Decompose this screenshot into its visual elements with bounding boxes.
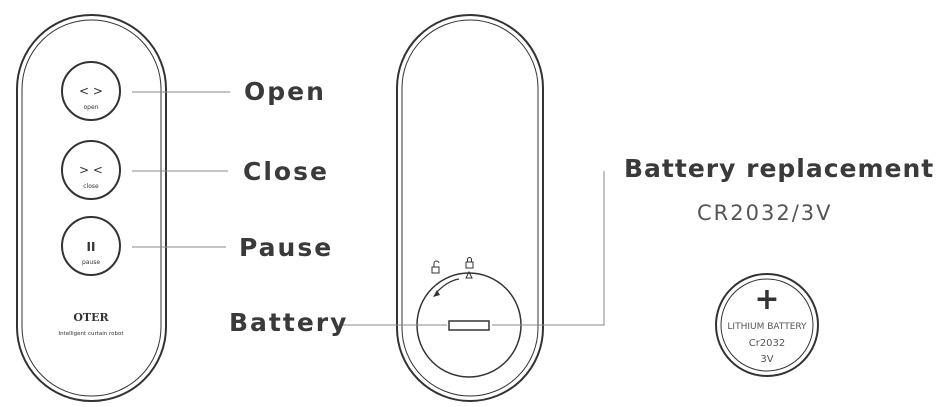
- battery-cover-arrow: [435, 278, 460, 294]
- coin-cell-outer: [715, 273, 819, 377]
- lock-position-marker-icon: [465, 270, 473, 279]
- label-battery-replacement: Battery replacement: [624, 154, 935, 183]
- pause-button: II pause: [61, 216, 121, 276]
- label-open: Open: [244, 77, 326, 106]
- close-button-symbol: > <: [79, 163, 103, 177]
- label-battery-model: CR2032/3V: [697, 201, 833, 225]
- coin-cell-line1: LITHIUM BATTERY: [727, 322, 807, 332]
- label-pause: Pause: [239, 233, 334, 262]
- pause-button-symbol: II: [87, 240, 96, 254]
- coin-cell-plus-icon: +: [754, 282, 779, 317]
- leader-battery-replacement: [492, 171, 605, 326]
- coin-cell-line2: Cr2032: [749, 338, 786, 349]
- close-button-caption: close: [83, 183, 99, 190]
- brand-logo: OTER: [73, 311, 109, 324]
- open-button-symbol: < >: [79, 84, 103, 98]
- open-button-caption: open: [84, 104, 99, 111]
- remote-back-inner: [401, 19, 539, 397]
- remote-front-inner: [21, 19, 162, 397]
- open-button: < > open: [61, 61, 121, 121]
- pause-button-caption: pause: [82, 259, 100, 266]
- coin-cell-inner: [720, 278, 814, 372]
- remote-back-outer: [396, 14, 544, 402]
- close-button: > < close: [61, 140, 121, 200]
- battery-cover-slot: [448, 320, 490, 331]
- arrow-head: [433, 290, 440, 297]
- label-battery: Battery: [229, 308, 349, 337]
- label-close: Close: [243, 157, 329, 186]
- lock-icon: [465, 257, 474, 269]
- remote-front-outer: [16, 14, 167, 402]
- coin-cell-line3: 3V: [760, 354, 773, 365]
- brand-tagline: Intelligent curtain robot: [58, 331, 124, 337]
- unlock-icon: [431, 260, 440, 274]
